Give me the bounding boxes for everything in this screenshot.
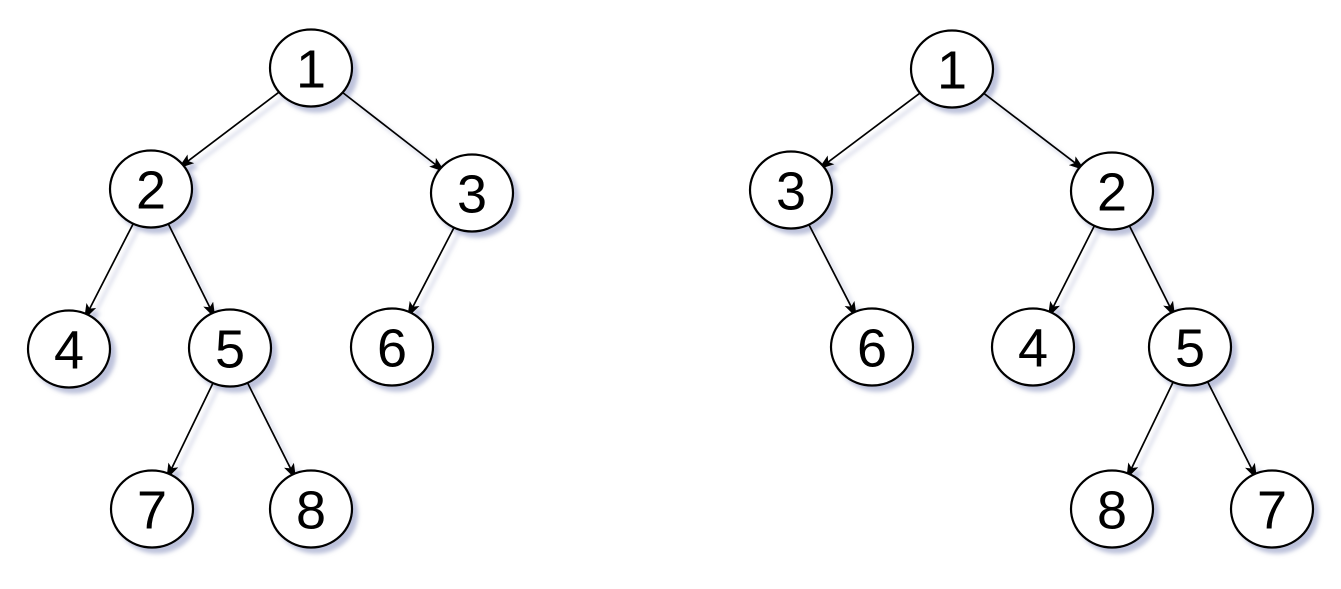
- node-circle: [268, 28, 354, 108]
- node-label: 2: [1097, 162, 1127, 222]
- tree-node-5: 5: [187, 308, 273, 388]
- tree-node-7: 7: [1229, 469, 1315, 549]
- node-circle: [108, 149, 194, 229]
- tree-node-4: 4: [26, 309, 112, 389]
- node-label: 3: [457, 164, 487, 224]
- node-circle: [26, 309, 112, 389]
- tree-node-8: 8: [268, 469, 354, 549]
- node-label: 8: [296, 480, 326, 540]
- tree-node-8: 8: [1069, 469, 1155, 549]
- node-label: 6: [857, 318, 887, 378]
- edge-3-to-6: [808, 224, 858, 318]
- edge-5-to-8: [1125, 381, 1174, 480]
- edge-1-to-3: [342, 91, 446, 173]
- tree-node-2: 2: [1069, 151, 1155, 231]
- tree-node-3: 3: [429, 153, 515, 233]
- tree-node-6: 6: [829, 307, 915, 387]
- node-circle: [268, 469, 354, 549]
- node-label: 7: [1257, 480, 1287, 540]
- edge-2-to-5: [167, 223, 216, 319]
- node-circle: [990, 307, 1076, 387]
- node-label: 1: [296, 39, 326, 99]
- binary-tree-right-mirrored: 1 3 2 6 4 5 8 7: [748, 29, 1315, 549]
- edge-3-to-6: [406, 227, 455, 318]
- edge-5-to-7: [1206, 381, 1258, 480]
- node-label: 4: [54, 320, 84, 380]
- node-circle: [1229, 469, 1315, 549]
- node-circle: [1069, 151, 1155, 231]
- node-circle: [349, 307, 435, 387]
- node-circle: [109, 469, 195, 549]
- node-circle: [1147, 307, 1233, 387]
- edge-2-to-4: [83, 223, 134, 320]
- edge-2-to-5: [1128, 225, 1176, 318]
- node-circle: [829, 307, 915, 387]
- node-label: 7: [137, 480, 167, 540]
- node-circle: [748, 150, 834, 230]
- edge-1-to-3: [818, 92, 921, 170]
- tree-node-5: 5: [1147, 307, 1233, 387]
- edge-5-to-8: [246, 382, 297, 480]
- node-label: 2: [136, 160, 166, 220]
- tree-node-6: 6: [349, 307, 435, 387]
- edge-5-to-7: [166, 382, 214, 480]
- tree-node-3: 3: [748, 150, 834, 230]
- edge-1-to-2: [983, 92, 1085, 171]
- edge-2-to-4: [1047, 225, 1096, 318]
- edge-1-to-2: [178, 91, 280, 169]
- tree-node-7: 7: [109, 469, 195, 549]
- node-circle: [1069, 469, 1155, 549]
- binary-tree-left: 1 2 3 4 5 6 7 8: [26, 28, 515, 549]
- tree-node-1: 1: [268, 28, 354, 108]
- node-label: 4: [1018, 318, 1048, 378]
- node-circle: [909, 29, 995, 109]
- node-label: 3: [776, 161, 806, 221]
- node-label: 5: [215, 319, 245, 379]
- tree-node-1: 1: [909, 29, 995, 109]
- node-label: 6: [377, 318, 407, 378]
- node-label: 8: [1097, 480, 1127, 540]
- node-circle: [429, 153, 515, 233]
- node-label: 5: [1175, 318, 1205, 378]
- node-label: 1: [937, 40, 967, 100]
- tree-node-4: 4: [990, 307, 1076, 387]
- tree-node-2: 2: [108, 149, 194, 229]
- node-circle: [187, 308, 273, 388]
